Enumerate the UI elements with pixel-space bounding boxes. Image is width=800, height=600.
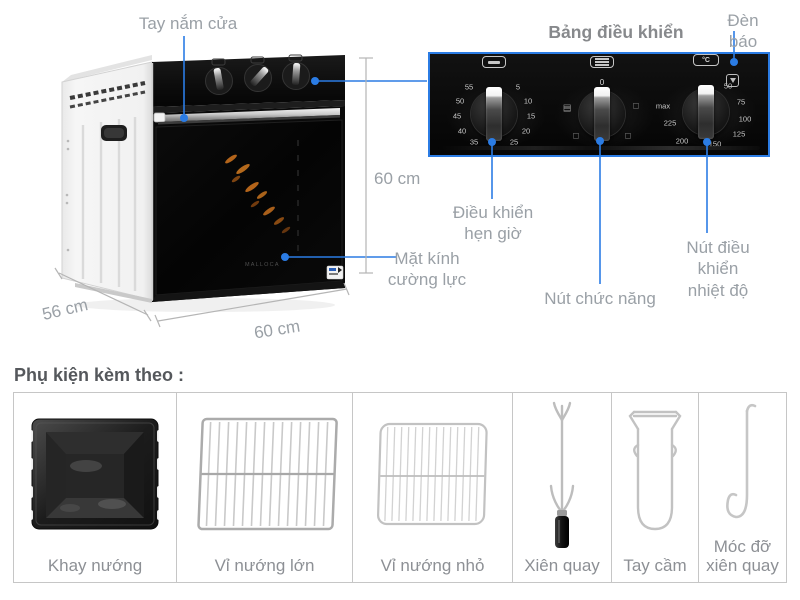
door-handle	[158, 108, 340, 122]
rotisserie-skewer-image	[513, 393, 611, 556]
knob-scale-mark: 100	[738, 114, 752, 124]
accessory-label: Móc đỡ xiên quay	[706, 536, 779, 575]
cabinet-grooves	[81, 117, 137, 291]
knob-scale-mark: 55	[464, 82, 474, 92]
knob-scale-mark: 45	[452, 111, 462, 121]
knob-scale-mark: 75	[736, 97, 746, 107]
knob-scale-mark: 25	[509, 137, 519, 147]
panel-reflection-strip	[438, 146, 760, 150]
knob-scale-mark: 50	[455, 96, 465, 106]
timer-knob-handle	[486, 87, 502, 141]
accessory-baking-tray: Khay nướng	[14, 393, 177, 582]
celsius-icon: °C	[693, 54, 719, 66]
accessory-large-rack: Vỉ nướng lớn	[177, 393, 353, 582]
temperature-knob-label: Nút điều khiển nhiệt độ	[686, 238, 750, 300]
accessory-handle: Tay cầm	[612, 393, 699, 582]
celsius-icon-text: °C	[702, 56, 710, 64]
accessory-label: Tay cầm	[623, 555, 687, 575]
knob-scale-mark: 20	[521, 126, 531, 136]
brand-text: MALLOCA	[245, 262, 280, 268]
oven-shadow	[75, 298, 335, 312]
knob-scale-mark: 125	[732, 129, 746, 139]
oven-lamp-icon	[726, 74, 739, 87]
knob-scale-mark: 225	[663, 118, 677, 128]
grip-handle-image	[612, 393, 698, 556]
door-handle-underside	[158, 115, 340, 125]
accessory-label: Xiên quay	[524, 555, 600, 575]
strip-icons	[211, 54, 303, 66]
accessory-label: Vỉ nướng lớn	[214, 555, 315, 575]
cabinet-top	[62, 55, 152, 82]
accessory-label: Vỉ nướng nhỏ	[380, 555, 485, 575]
knob-scale-mark: □	[573, 130, 579, 141]
panel-title: Bảng điều khiển	[548, 22, 684, 42]
indicator-light-label: Đèn báo	[727, 11, 759, 52]
accessory-skewer: Xiên quay	[513, 393, 612, 582]
temperature-knob-handle	[698, 85, 714, 139]
knob-scale-mark: 40	[457, 126, 467, 136]
knob-scale-mark: max	[655, 101, 671, 111]
mini-knobs	[205, 62, 310, 95]
timer-dial-icon	[482, 56, 506, 68]
knob-scale-mark: ▤	[562, 102, 572, 113]
vent-row-2	[69, 90, 146, 109]
knob-scale-mark: 200	[675, 136, 689, 146]
knob-scale-mark: 150	[708, 139, 722, 149]
flame-reflections	[225, 154, 291, 234]
tempered-glass-label: Mặt kính cường lực	[387, 249, 467, 290]
door-glass	[155, 119, 343, 296]
door-handle-label: Tay nắm cửa	[138, 14, 238, 33]
height-dimension: 60 cm	[374, 169, 421, 188]
cabinet-side	[61, 61, 153, 301]
front-gloss-band	[152, 100, 345, 113]
cabinet-screws	[65, 139, 70, 252]
accessories-heading: Phụ kiện kèm theo :	[14, 365, 185, 385]
large-grill-rack-image	[177, 393, 352, 556]
baking-tray-image	[14, 393, 176, 556]
function-knob-label: Nút chức năng	[544, 289, 656, 308]
door-handle-endcap	[153, 112, 166, 123]
knob-scale-mark: 10	[523, 96, 533, 106]
tray-slots	[27, 430, 163, 521]
accessories-table: Khay nướng V	[13, 392, 787, 583]
knob-scale-mark: 0	[599, 78, 605, 87]
accessory-small-rack: Vỉ nướng nhỏ	[353, 393, 513, 582]
energy-badge	[326, 265, 344, 280]
timer-control-label: Điều khiển hẹn giờ	[452, 203, 534, 244]
knob-scale-mark: 5	[515, 82, 521, 92]
accessory-label: Khay nướng	[47, 555, 143, 575]
side-opening-inner	[104, 128, 124, 138]
skewer-support-hook-image	[699, 393, 786, 537]
depth-dimension: 56 cm	[40, 295, 90, 324]
accessory-hook: Móc đỡ xiên quay	[699, 393, 786, 582]
oven-illustration: MALLOCA	[61, 54, 345, 312]
function-knob: 0 ▤ □ □ □	[552, 56, 652, 160]
function-knob-handle	[594, 87, 610, 141]
width-dimension: 60 cm	[252, 316, 302, 343]
knob-scale-mark: □	[625, 130, 631, 141]
function-modes-icon	[590, 56, 614, 68]
knob-scale-mark: 15	[526, 111, 536, 121]
knob-scale-mark: 35	[469, 137, 479, 147]
knob-scale-mark: □	[633, 100, 639, 111]
small-grill-rack-image	[353, 393, 512, 556]
vent-row-1	[69, 81, 146, 100]
side-opening	[101, 125, 127, 141]
